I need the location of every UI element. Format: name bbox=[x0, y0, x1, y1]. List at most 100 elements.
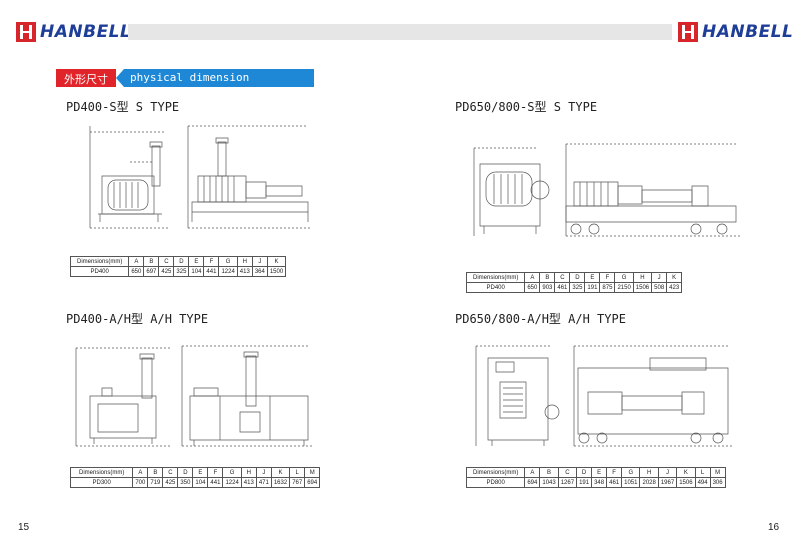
table-cell: J bbox=[251, 256, 268, 267]
table-cell: J bbox=[651, 272, 668, 283]
hanbell-logo-right: HANBELL bbox=[678, 22, 793, 42]
table-cell: 325 bbox=[569, 282, 586, 293]
table-cell: 719 bbox=[147, 477, 164, 488]
table-cell: G bbox=[218, 256, 238, 267]
table-cell: PD400 bbox=[465, 282, 526, 293]
section-tag: 外形尺寸 physical dimension bbox=[56, 69, 314, 87]
table-cell: G bbox=[614, 272, 634, 283]
table-cell: C bbox=[557, 467, 578, 478]
table-cell: L bbox=[289, 467, 306, 478]
drawing-pd400-ah bbox=[70, 342, 320, 450]
table-cell: J bbox=[657, 467, 678, 478]
table-cell: F bbox=[207, 467, 224, 478]
table-cell: 1967 bbox=[657, 477, 678, 488]
table-cell: A bbox=[524, 467, 541, 478]
page-number-right: 16 bbox=[768, 522, 780, 533]
table-cell: 903 bbox=[539, 282, 556, 293]
table-row: PD400 650 697 425 325 104 441 1224 413 3… bbox=[69, 266, 287, 277]
table-cell: 1224 bbox=[218, 266, 238, 277]
table-cell: A bbox=[132, 467, 149, 478]
table-cell: K bbox=[666, 272, 683, 283]
drawing-pd650-ah bbox=[470, 342, 750, 450]
table-header-row: Dimensions(mm) A B C D E F G H J K bbox=[69, 256, 287, 267]
table-cell: 471 bbox=[255, 477, 272, 488]
table-cell: 306 bbox=[709, 477, 726, 488]
table-cell: J bbox=[255, 467, 272, 478]
section-label-cn: 外形尺寸 bbox=[56, 69, 116, 87]
table-cell: 425 bbox=[158, 266, 175, 277]
table-cell: 350 bbox=[177, 477, 194, 488]
table-cell: 191 bbox=[584, 282, 601, 293]
brand-name: HANBELL bbox=[702, 22, 794, 42]
table-header-row: Dimensions(mm) A B C D E F G H J K L M bbox=[465, 467, 726, 478]
table-cell: 1051 bbox=[621, 477, 641, 488]
header-bar bbox=[128, 24, 672, 40]
table-cell: 494 bbox=[694, 477, 711, 488]
table-row: PD400 650 903 461 325 191 875 2150 1506 … bbox=[465, 282, 683, 293]
table-cell: 364 bbox=[251, 266, 268, 277]
table-cell: 1506 bbox=[676, 477, 696, 488]
dimension-table-pd650-ah: Dimensions(mm) A B C D E F G H J K L M P… bbox=[465, 467, 726, 488]
table-cell: 191 bbox=[576, 477, 593, 488]
table-cell: C bbox=[162, 467, 179, 478]
section-label-en: physical dimension bbox=[124, 69, 314, 87]
table-cell: PD400 bbox=[69, 266, 130, 277]
brand-name: HANBELL bbox=[40, 22, 132, 42]
table-cell: 413 bbox=[236, 266, 253, 277]
table-cell: B bbox=[143, 256, 160, 267]
table-cell: 767 bbox=[289, 477, 306, 488]
table-cell: 650 bbox=[128, 266, 145, 277]
table-cell: 2028 bbox=[639, 477, 659, 488]
table-cell: K bbox=[266, 256, 287, 267]
table-cell: B bbox=[539, 272, 556, 283]
table-cell: 2150 bbox=[614, 282, 634, 293]
dimension-table-pd400-s: Dimensions(mm) A B C D E F G H J K PD400… bbox=[69, 256, 287, 277]
table-cell: 875 bbox=[599, 282, 616, 293]
table-cell: A bbox=[524, 272, 541, 283]
block-title-pd650-ah: PD650/800-A/H型 A/H TYPE bbox=[455, 312, 626, 326]
table-cell: 1632 bbox=[270, 477, 291, 488]
drawing-pd400-s bbox=[80, 118, 320, 236]
table-cell: PD800 bbox=[465, 477, 526, 488]
block-title-pd650-s: PD650/800-S型 S TYPE bbox=[455, 100, 598, 114]
table-cell: Dimensions(mm) bbox=[69, 256, 130, 267]
table-cell: 348 bbox=[591, 477, 608, 488]
table-cell: 694 bbox=[304, 477, 321, 488]
table-cell: 325 bbox=[173, 266, 190, 277]
table-cell: 1506 bbox=[632, 282, 653, 293]
tag-notch bbox=[116, 69, 124, 87]
table-cell: 413 bbox=[240, 477, 257, 488]
table-header-row: Dimensions(mm) A B C D E F G H J K bbox=[465, 272, 683, 283]
table-cell: E bbox=[591, 467, 608, 478]
table-row: PD300 700 719 425 350 104 441 1224 413 4… bbox=[69, 477, 321, 488]
hanbell-mark-icon bbox=[678, 22, 698, 42]
table-cell: 461 bbox=[554, 282, 571, 293]
hanbell-mark-icon bbox=[16, 22, 36, 42]
table-cell: B bbox=[539, 467, 559, 478]
table-cell: G bbox=[222, 467, 242, 478]
table-cell: C bbox=[158, 256, 175, 267]
table-cell: 1500 bbox=[266, 266, 287, 277]
table-cell: Dimensions(mm) bbox=[69, 467, 134, 478]
drawing-pd650-s bbox=[466, 140, 746, 242]
table-cell: M bbox=[304, 467, 321, 478]
table-cell: M bbox=[709, 467, 726, 478]
table-cell: D bbox=[569, 272, 586, 283]
table-cell: A bbox=[128, 256, 145, 267]
table-cell: H bbox=[240, 467, 257, 478]
table-cell: F bbox=[599, 272, 616, 283]
table-cell: D bbox=[576, 467, 593, 478]
table-cell: PD300 bbox=[69, 477, 134, 488]
table-cell: 104 bbox=[192, 477, 209, 488]
table-cell: H bbox=[236, 256, 253, 267]
table-cell: C bbox=[554, 272, 571, 283]
table-cell: 508 bbox=[651, 282, 668, 293]
table-row: PD800 694 1043 1267 191 348 461 1051 202… bbox=[465, 477, 726, 488]
table-cell: B bbox=[147, 467, 164, 478]
table-cell: H bbox=[632, 272, 653, 283]
table-cell: G bbox=[621, 467, 641, 478]
table-cell: E bbox=[188, 256, 205, 267]
table-cell: 425 bbox=[162, 477, 179, 488]
dimension-table-pd400-ah: Dimensions(mm) A B C D E F G H J K L M P… bbox=[69, 467, 321, 488]
table-cell: Dimensions(mm) bbox=[465, 467, 526, 478]
